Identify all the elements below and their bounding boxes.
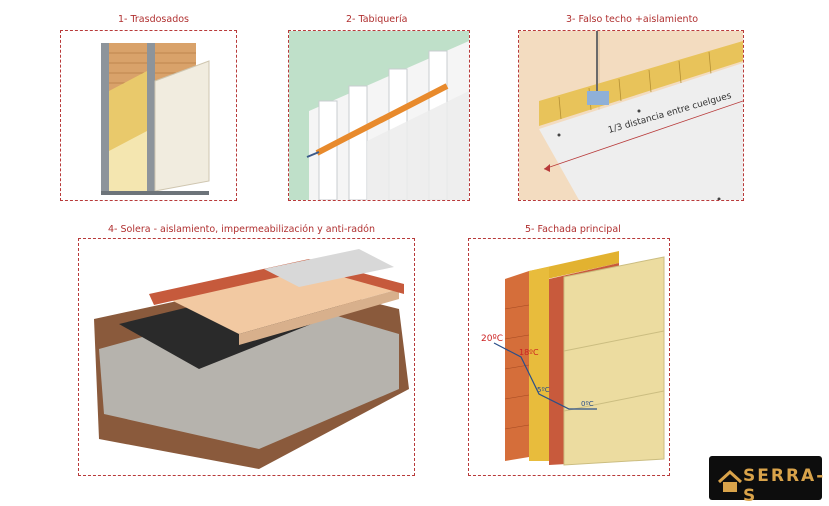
panel-2-title: 2- Tabiquería [346,14,408,25]
fachada-illustration: 20ºC 18ºC 5ºC 0ºC [469,239,669,475]
panel-2-tabiqueria [288,30,470,201]
panel-4-title: 4- Solera - aislamiento, impermeabilizac… [108,224,375,235]
panel-5-fachada: 20ºC 18ºC 5ºC 0ºC [468,238,670,476]
house-icon [717,469,743,492]
temp-outside-label: 20ºC [481,334,503,344]
temp-right-label: 0ºC [581,400,594,408]
panel-1-trasdosados [60,30,237,201]
brand-logo: SERRA-S [709,456,823,506]
panel-3-title: 3- Falso techo +aislamiento [566,14,699,25]
temp-mid-label: 18ºC [519,348,539,357]
panel-4-solera [78,238,415,476]
panel-5-title: 5- Fachada principal [525,224,621,235]
solera-illustration [79,239,414,475]
trasdosado-illustration [61,31,236,200]
falso-techo-illustration: 1/3 distancia entre cuelgues [519,31,743,200]
panel-3-falso-techo: 1/3 distancia entre cuelgues [518,30,744,201]
tabiqueria-illustration [289,31,469,200]
temp-inner-label: 5ºC [537,386,550,394]
panel-1-title: 1- Trasdosados [118,14,189,25]
logo-text: SERRA-S [743,466,826,506]
